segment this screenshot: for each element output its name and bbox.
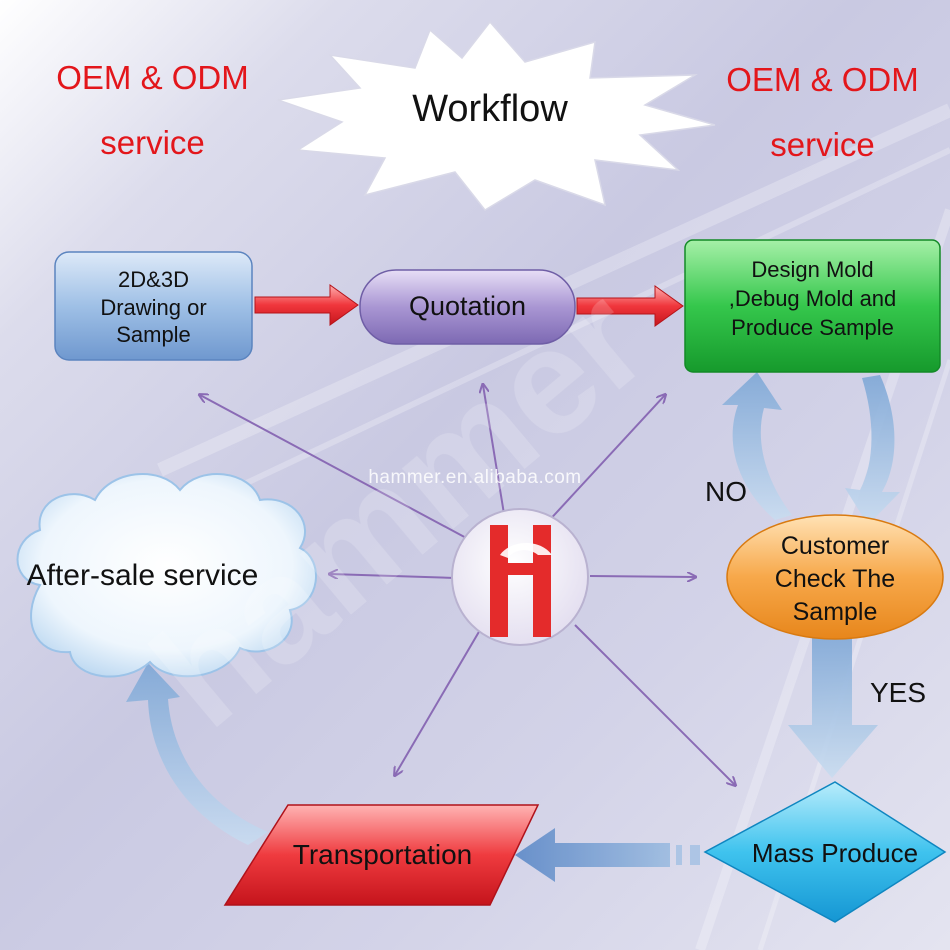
spoke-to-mass <box>574 624 735 785</box>
hub-circle <box>451 508 589 646</box>
right-title-line2: service <box>770 126 875 163</box>
workflow-title: Workflow <box>412 88 568 130</box>
workflow-starburst <box>277 20 716 211</box>
right-title-line1: OEM & ODM <box>726 61 919 98</box>
mass-produce-diamond <box>703 781 947 923</box>
no-loop-arrow <box>722 372 792 520</box>
mass-to-transport-arrow <box>515 828 700 882</box>
transportation-label: Transportation <box>292 839 473 870</box>
spoke-to-quotation <box>483 385 506 521</box>
spoke-to-drawing <box>200 395 471 541</box>
drawing-label-line2: Drawing or <box>100 295 207 320</box>
left-title-line2: service <box>100 124 205 161</box>
quotation-label: Quotation <box>408 291 527 321</box>
check-label-line3: Sample <box>792 598 878 626</box>
drawing-label-line1: 2D&3D <box>118 267 189 292</box>
hub-spokes <box>200 385 735 785</box>
drawing-label-line3: Sample <box>116 322 191 347</box>
drawing-box <box>54 251 253 361</box>
yes-label: YES <box>869 677 927 708</box>
after-sale-label: After-sale service <box>26 559 259 592</box>
hammer-logo-icon <box>490 525 552 637</box>
spoke-to-transport <box>395 629 481 775</box>
after-sale-cloud <box>16 473 317 678</box>
red-arrow-quotation-to-design <box>576 285 684 327</box>
yes-arrow <box>788 630 878 778</box>
design-to-check-arrow <box>845 375 900 525</box>
design-label-line3: Produce Sample <box>731 315 894 340</box>
watermark-url: hammer.en.alibaba.com <box>368 467 582 488</box>
design-label-line2: ,Debug Mold and <box>728 286 897 311</box>
transport-to-aftersale-arrow <box>126 663 268 845</box>
spoke-to-after-sale <box>330 574 456 578</box>
check-label-line2: Check The <box>774 565 896 593</box>
mass-produce-label: Mass Produce <box>751 838 919 868</box>
check-ellipse <box>726 514 944 640</box>
spoke-to-design <box>544 395 665 526</box>
transportation-parallelogram <box>223 804 540 906</box>
left-title-line1: OEM & ODM <box>56 59 249 96</box>
red-arrow-drawing-to-quotation <box>254 284 359 326</box>
design-box <box>684 239 941 373</box>
design-label-line1: Design Mold <box>751 257 874 282</box>
spoke-to-check <box>589 576 695 577</box>
no-label: NO <box>705 476 747 507</box>
check-label-line1: Customer <box>780 532 890 560</box>
quotation-box <box>359 269 576 345</box>
